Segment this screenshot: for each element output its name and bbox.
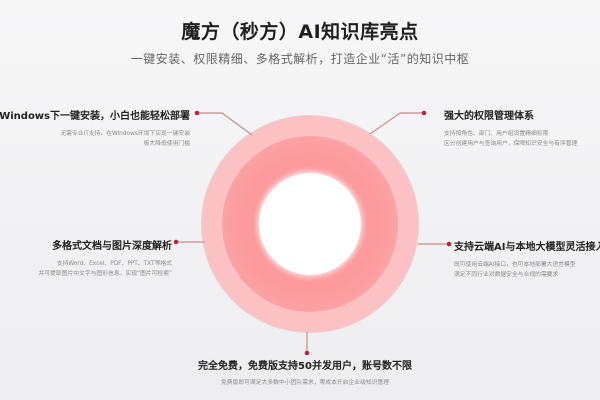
dot-bottom	[304, 350, 310, 356]
feature-multi-format-parsing: 多格式文档与图片深度解析 支持Word、Excel、PDF、PPT、TXT等格式…	[38, 237, 172, 279]
connector-top-right	[369, 112, 424, 135]
feature-description: 无需专业IT支持，在Windows环境下实现一键安装 极大降低使用门槛	[60, 131, 190, 147]
dot-middle-left	[173, 239, 179, 245]
feature-permission-system: 强大的权限管理体系 支持按角色、部门、用户组设置精细权限 区分创建用户与查询用户…	[444, 107, 577, 149]
dot-top-left	[194, 110, 200, 116]
center-circle	[259, 173, 361, 275]
feature-cloud-local-models: 支持云端AI与本地大模型灵活接入 既可使用云端AI接口，也可本地部署大语言模型 …	[454, 238, 600, 280]
connector-top-left	[197, 112, 253, 136]
page-subtitle: 一键安装、权限精细、多格式解析，打造企业“活”的知识中枢	[130, 52, 470, 66]
dot-middle-right	[446, 241, 452, 247]
page-title: 魔方（秒方）AI知识库亮点	[181, 21, 419, 43]
feature-description: 免费版即可满足大多数中小团队需求，零成本开启企业级知识管理	[220, 380, 390, 386]
feature-description: 支持按角色、部门、用户组设置精细权限 区分创建用户与查询用户，保障知识安全与有序…	[444, 131, 578, 147]
feature-title: Windows下一键安装，小白也能轻松部署	[0, 111, 190, 122]
feature-description: 支持Word、Excel、PDF、PPT、TXT等格式 并可提取图片中文字与图形…	[38, 261, 172, 277]
feature-title: 强大的权限管理体系	[444, 111, 534, 122]
feature-description: 既可使用云端AI接口，也可本地部署大语言模型 满足不同行业对数据安全与合规的需要…	[454, 262, 576, 278]
feature-free-version: 完全免费，免费版支持50并发用户，账号数不限 免费版即可满足大多数中小团队需求，…	[150, 357, 460, 388]
dot-top-right	[421, 110, 427, 116]
feature-title: 多格式文档与图片深度解析	[52, 241, 172, 252]
feature-title: 完全免费，免费版支持50并发用户，账号数不限	[198, 361, 412, 372]
feature-title: 支持云端AI与本地大模型灵活接入	[454, 242, 600, 253]
feature-one-click-install: Windows下一键安装，小白也能轻松部署 无需专业IT支持，在Windows环…	[0, 107, 190, 149]
